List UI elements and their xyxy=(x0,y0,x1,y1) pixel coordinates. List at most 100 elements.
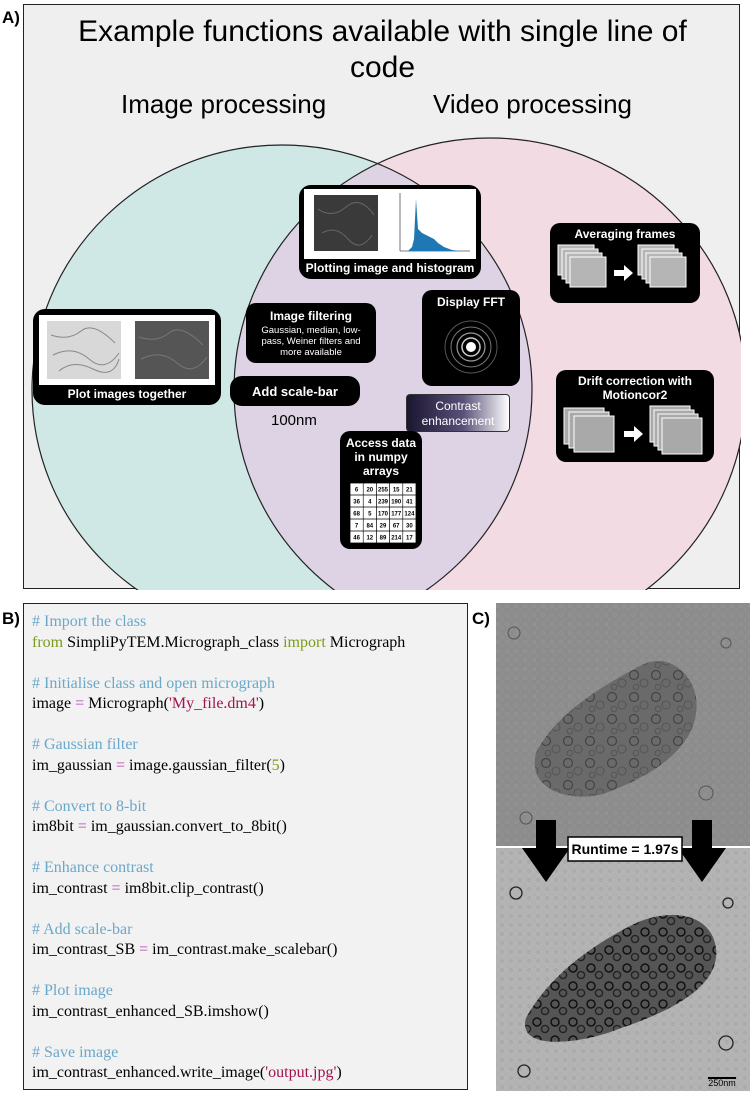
numpy-cell: 190 xyxy=(391,500,402,506)
code-token: Micrograph xyxy=(329,633,406,651)
code-token: import xyxy=(283,633,330,651)
code-token: 5 xyxy=(271,756,280,774)
averaging-frames-box: Averaging frames xyxy=(550,223,700,303)
code-token: 'My_file.dm4' xyxy=(168,695,259,712)
code-token: im_contrast.make_scalebar() xyxy=(148,941,338,958)
code-token: ) xyxy=(258,695,265,712)
panel-label-b: B) xyxy=(2,609,20,628)
runtime-label: Runtime = 1.97s xyxy=(572,841,679,857)
code-comment: # Enhance contrast xyxy=(32,859,154,876)
display-fft-box: Display FFT xyxy=(422,290,520,386)
averaging-frames-label: Averaging frames xyxy=(574,227,676,241)
code-token: from xyxy=(32,633,68,651)
numpy-cell: 170 xyxy=(378,512,389,518)
code-token: im8bit.clip_contrast() xyxy=(120,879,264,897)
numpy-cell: 41 xyxy=(406,500,413,506)
code-token: ) xyxy=(336,1064,342,1081)
code-line: im_contrast_SB = im_contrast.make_scaleb… xyxy=(32,941,337,959)
panel-label-a: A) xyxy=(2,8,20,27)
code-line: # Save image xyxy=(32,1044,118,1062)
code-token: Micrograph( xyxy=(84,695,169,712)
contrast-enhancement-box: Contrast enhancement xyxy=(406,394,510,432)
code-token: image.gaussian_filter( xyxy=(125,756,272,774)
drift-correction-box: Drift correction with Motioncor2 xyxy=(556,370,714,462)
code-line: im_contrast_enhanced.write_image('output… xyxy=(32,1064,342,1082)
code-comment: # Convert to 8-bit xyxy=(32,797,147,815)
code-line: im8bit = im_gaussian.convert_to_8bit() xyxy=(32,818,287,836)
panel-label-c: C) xyxy=(472,609,490,628)
code-token: im_contrast_enhanced.write_image( xyxy=(32,1064,266,1081)
code-token: im_contrast xyxy=(32,879,112,897)
numpy-cell: 239 xyxy=(378,500,389,506)
code-comment: # Add scale-bar xyxy=(32,920,133,938)
code-token: ) xyxy=(279,756,285,774)
code-line: # Gaussian filter xyxy=(32,736,138,754)
image-filtering-description: Gaussian, median, low- pass, Weiner filt… xyxy=(261,325,361,358)
code-line: # Enhance contrast xyxy=(32,859,154,877)
add-scalebar-label: Add scale-bar xyxy=(252,384,338,399)
numpy-cell: 84 xyxy=(366,524,373,530)
image-histogram-icon xyxy=(304,189,476,259)
numpy-cell: 20 xyxy=(366,488,373,494)
scalebar-value: 100nm xyxy=(271,412,317,429)
code-line: # Plot image xyxy=(32,982,113,1000)
numpy-cell: 17 xyxy=(406,536,413,542)
code-token: = xyxy=(77,818,87,835)
code-line: im_contrast = im8bit.clip_contrast() xyxy=(32,880,264,898)
numpy-cell: 68 xyxy=(353,512,360,518)
code-token: im_gaussian.convert_to_8bit() xyxy=(86,818,287,835)
micrograph-scalebar-label: 250nm xyxy=(708,1078,736,1088)
code-comment: # Plot image xyxy=(32,982,113,999)
code-comment: # Gaussian filter xyxy=(32,736,138,753)
frame-stack-icon xyxy=(557,244,687,288)
plot-histogram-box: Plotting image and histogram xyxy=(299,185,481,279)
code-line: # Import the class xyxy=(32,613,146,631)
numpy-cell: 7 xyxy=(355,524,359,530)
code-line: im_contrast_enhanced_SB.imshow() xyxy=(32,1003,269,1021)
side-by-side-plot-icon xyxy=(39,315,215,385)
numpy-cell: 67 xyxy=(393,524,400,530)
right-set-label: Video processing xyxy=(433,89,632,119)
numpy-cell: 36 xyxy=(353,500,360,506)
plot-images-together-box: Plot images together xyxy=(33,309,221,405)
plot-images-together-label: Plot images together xyxy=(67,387,187,401)
numpy-cell: 46 xyxy=(353,536,360,542)
code-line: from SimpliPyTEM.Micrograph_class import… xyxy=(32,634,405,652)
numpy-cell: 214 xyxy=(391,536,402,542)
diagram-title-line1: Example functions available with single … xyxy=(78,15,687,48)
code-line: # Initialise class and open micrograph xyxy=(32,675,275,693)
code-token: im8bit xyxy=(32,818,78,835)
code-token: im_contrast_SB xyxy=(32,941,140,958)
numpy-cell: 255 xyxy=(378,488,389,494)
venn-panel: Example functions available with single … xyxy=(23,4,741,590)
numpy-cell: 6 xyxy=(355,488,359,494)
right-down-arrow xyxy=(678,820,726,882)
code-panel: # Import the class from SimpliPyTEM.Micro… xyxy=(23,603,468,1090)
left-set-label: Image processing xyxy=(121,89,327,119)
left-down-arrow xyxy=(522,820,570,882)
code-token: = xyxy=(75,695,85,712)
add-scalebar-box: Add scale-bar xyxy=(230,376,360,406)
diagram-title-line2: code xyxy=(349,51,416,84)
code-token: im_gaussian xyxy=(32,756,116,774)
code-line: image = Micrograph('My_file.dm4') xyxy=(32,695,264,713)
code-line: # Add scale-bar xyxy=(32,921,132,939)
code-token: 'output.jpg' xyxy=(265,1064,337,1081)
code-line: # Convert to 8-bit xyxy=(32,798,146,816)
code-comment: # Save image xyxy=(32,1043,119,1061)
numpy-cell: 89 xyxy=(380,536,387,542)
numpy-cell: 4 xyxy=(368,500,372,506)
drift-correction-label: Drift correction with Motioncor2 xyxy=(577,374,692,402)
numpy-arrays-label: Access data in numpy arrays xyxy=(345,436,417,478)
numpy-cell: 15 xyxy=(393,488,400,494)
numpy-cell: 12 xyxy=(366,536,373,542)
image-filtering-box: Image filtering Gaussian, median, low- p… xyxy=(246,303,376,363)
numpy-cell: 124 xyxy=(404,512,415,518)
display-fft-label: Display FFT xyxy=(436,295,505,309)
numpy-cell: 29 xyxy=(380,524,387,530)
code-comment: # Import the class xyxy=(32,613,147,630)
plot-histogram-label: Plotting image and histogram xyxy=(305,261,475,275)
micrograph-panel: Runtime = 1.97s 250nm xyxy=(496,603,750,1091)
